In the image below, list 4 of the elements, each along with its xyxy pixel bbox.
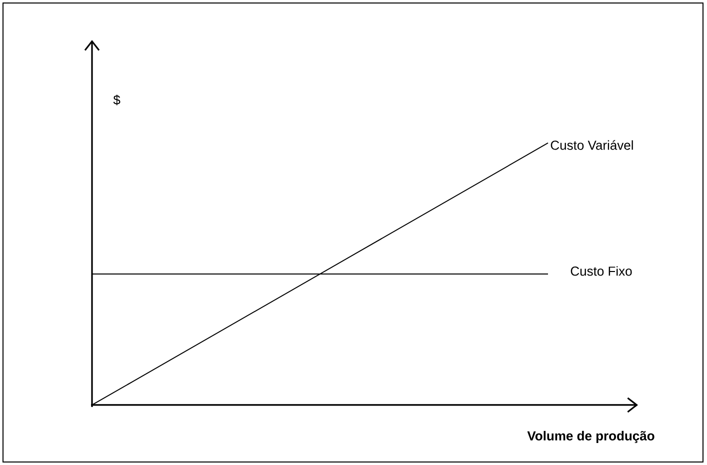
axis-label: $	[113, 94, 120, 106]
line-label: Custo Variável	[550, 140, 633, 150]
line-label: Custo Fixo	[570, 266, 632, 276]
axis-label: Volume de produção	[527, 430, 654, 444]
